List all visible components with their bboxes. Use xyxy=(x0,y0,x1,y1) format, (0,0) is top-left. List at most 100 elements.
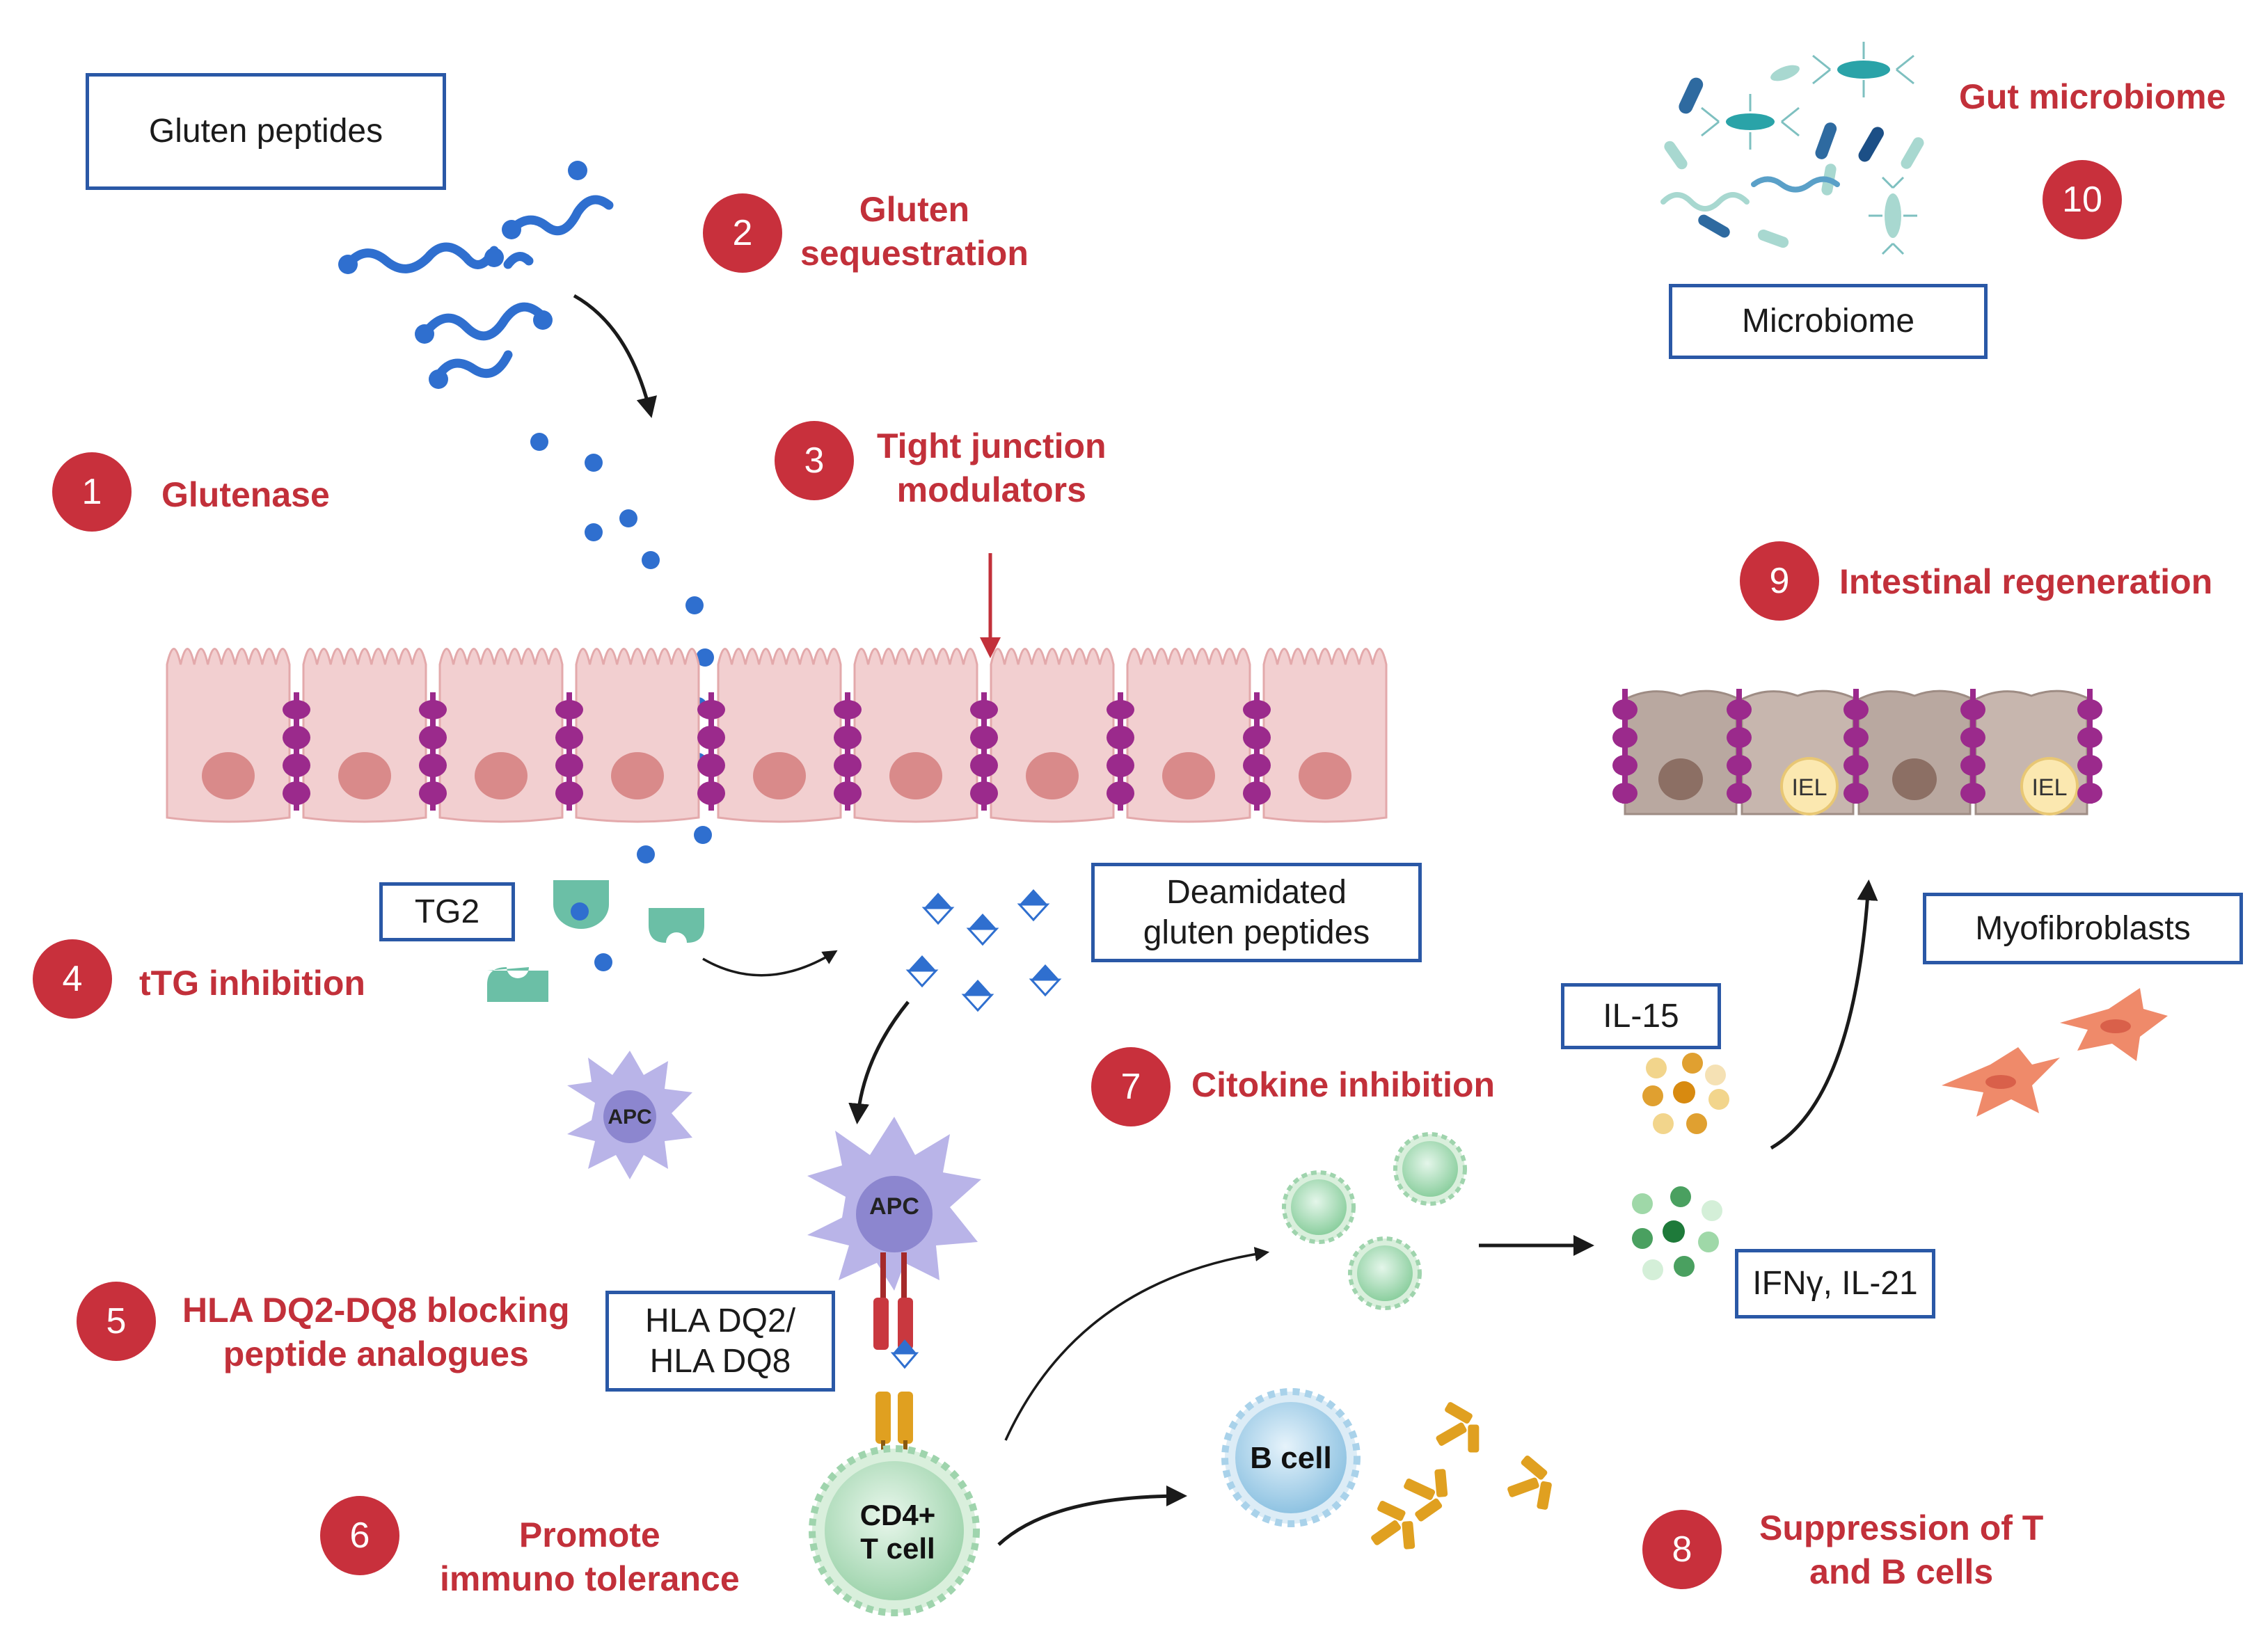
tight-junction xyxy=(283,692,310,811)
gluten-bead xyxy=(533,310,553,330)
nucleus xyxy=(1026,752,1079,799)
bacterium xyxy=(1885,193,1901,238)
tight-junction xyxy=(1727,689,1752,804)
gluten-peptides-box: Gluten peptides xyxy=(86,73,446,190)
peptide-dot xyxy=(685,596,704,614)
tight-junction xyxy=(970,692,998,811)
cd4-label-line1: CD4+ xyxy=(860,1499,936,1531)
step-3-label: Tight junction modulators xyxy=(877,427,1107,509)
step-6-label: Promote immuno tolerance xyxy=(440,1515,740,1598)
nucleus xyxy=(338,752,391,799)
regenerated-epithelium: IEL IEL xyxy=(1612,689,2102,815)
ifn-dot xyxy=(1698,1232,1719,1252)
step-5-badge: 5 xyxy=(77,1282,156,1361)
peptide-dot xyxy=(530,433,548,451)
il15-dot xyxy=(1646,1058,1667,1078)
step-2-badge: 2 xyxy=(703,193,782,273)
hla-box: HLA DQ2/ HLA DQ8 xyxy=(605,1291,835,1392)
enterocyte xyxy=(166,648,291,823)
ifn-dot xyxy=(1632,1193,1653,1214)
il15-dot xyxy=(1673,1081,1695,1104)
peptide-dot xyxy=(585,523,603,541)
myofibroblasts-box: Myofibroblasts xyxy=(1923,893,2243,964)
antibodies xyxy=(1371,1402,1552,1550)
step-4-badge: 4 xyxy=(33,939,112,1019)
step-3-badge: 3 xyxy=(775,421,854,500)
enterocyte xyxy=(990,648,1115,823)
bacterium-spiral xyxy=(1751,176,1840,193)
peptide-dot xyxy=(594,953,612,971)
ifn-dots xyxy=(1632,1186,1722,1280)
peptide-dot xyxy=(637,845,655,863)
apc-small-label: APC xyxy=(608,1106,651,1129)
bacterium-rod xyxy=(1698,214,1730,238)
ifn-dot xyxy=(1632,1228,1653,1249)
step-8-label: Suppression of T and B cells xyxy=(1759,1508,2044,1591)
regenerated-enterocyte xyxy=(1857,690,1972,815)
apc-small xyxy=(567,1051,692,1179)
nucleus xyxy=(475,752,528,799)
tg2-enzyme xyxy=(649,908,704,943)
step-4-label: tTG inhibition xyxy=(139,964,365,1003)
step-5-label: HLA DQ2-DQ8 blocking peptide analogues xyxy=(182,1291,570,1373)
gluten-beads xyxy=(338,161,587,389)
step-1-badge: 1 xyxy=(52,452,132,532)
ifn-dot xyxy=(1670,1186,1691,1207)
deamidated-peptide xyxy=(921,893,955,925)
gluten-bead xyxy=(568,161,587,180)
step-1-label: Glutenase xyxy=(161,475,330,514)
antibody xyxy=(1436,1402,1480,1453)
bacterium xyxy=(1770,65,1800,81)
antibody xyxy=(1404,1469,1448,1522)
enterocyte xyxy=(1126,648,1251,823)
step-7-label: Citokine inhibition xyxy=(1191,1065,1496,1104)
ifn-box: IFNγ, IL-21 xyxy=(1735,1249,1935,1319)
gluten-bead xyxy=(338,255,358,274)
il15-box: IL-15 xyxy=(1561,983,1721,1049)
step-10-label: Gut microbiome xyxy=(1959,77,2226,116)
iel-cell: IEL xyxy=(1780,757,1839,815)
cd4-t-cell xyxy=(809,1445,980,1616)
antibody xyxy=(1507,1455,1552,1510)
regeneration-arrow xyxy=(1770,879,1878,1150)
deamidated-peptide xyxy=(905,955,939,988)
deamidated-peptide xyxy=(966,914,999,946)
step-8-badge: 8 xyxy=(1642,1510,1722,1589)
il15-dot xyxy=(1686,1113,1707,1134)
deamidated-peptide xyxy=(1017,889,1050,922)
microbiome-box: Microbiome xyxy=(1669,284,1988,359)
gluten-chain xyxy=(420,302,548,341)
enterocyte xyxy=(717,648,842,823)
tight-junction xyxy=(1612,689,1637,804)
iel-cell: IEL xyxy=(2020,757,2079,815)
b-cell xyxy=(1221,1388,1361,1527)
step-9-label: Intestinal regeneration xyxy=(1839,562,2213,601)
bacterium-spiral xyxy=(1660,192,1750,212)
bacterium-rod xyxy=(1679,77,1704,114)
tight-junction xyxy=(1960,689,1985,804)
tight-junction xyxy=(1107,692,1134,811)
nucleus xyxy=(1658,758,1703,800)
b-cell-label: B cell xyxy=(1250,1441,1331,1475)
presentation-arrow xyxy=(848,1001,910,1124)
enterocyte xyxy=(575,648,700,823)
ifn-dot xyxy=(1702,1200,1722,1221)
cd4-label-line2: T cell xyxy=(860,1532,935,1565)
il15-dot xyxy=(1653,1113,1674,1134)
enterocyte xyxy=(1262,648,1388,823)
deamidation-arrow xyxy=(702,950,838,977)
nucleus xyxy=(753,752,806,799)
peptide-dot xyxy=(585,454,603,472)
ifn-dot xyxy=(1663,1220,1685,1243)
nucleus xyxy=(202,752,255,799)
tg2-enzyme xyxy=(487,967,548,1002)
tight-junction xyxy=(697,692,725,811)
bacteria-cluster xyxy=(1660,42,1924,255)
tg2-box: TG2 xyxy=(379,882,515,941)
deamidated-peptides xyxy=(905,889,1062,1012)
bacterium-rod xyxy=(1901,137,1924,169)
enterocyte xyxy=(438,648,564,823)
ifn-dot xyxy=(1674,1256,1695,1277)
gluten-bead xyxy=(429,369,448,389)
